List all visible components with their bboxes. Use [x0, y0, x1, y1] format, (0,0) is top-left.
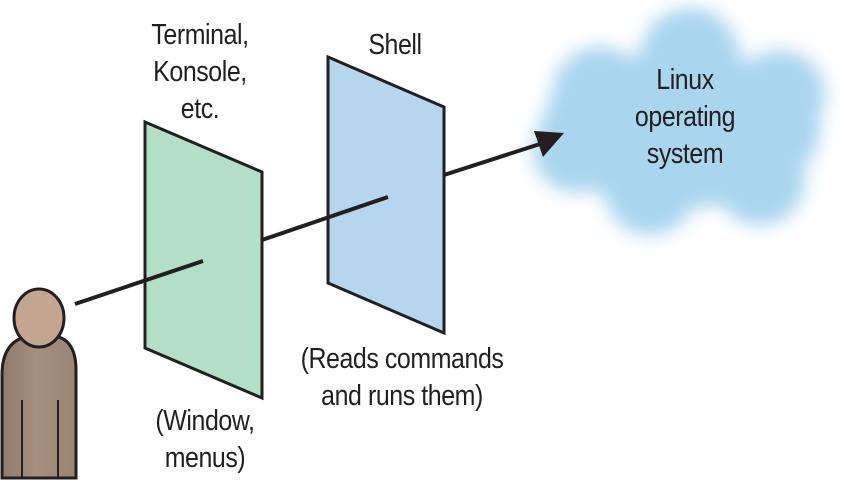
shell-note: (Reads commands and runs them) [299, 341, 505, 415]
terminal-label: Terminal, Konsole, etc. [131, 17, 269, 128]
shell-note-line: and runs them) [321, 380, 483, 412]
terminal-note-line: (Window, [155, 405, 255, 437]
os-label: Linux operating system [616, 62, 754, 173]
user-to-terminal-line [74, 259, 204, 306]
person-icon [0, 287, 78, 480]
shell-to-os-line [443, 142, 541, 177]
connection-line [74, 142, 541, 306]
cloud-icon [533, 8, 825, 235]
terminal-label-line: etc. [180, 93, 220, 125]
shell-panel [326, 54, 446, 336]
terminal-label-line: Konsole, [153, 56, 247, 88]
terminal-note-line: menus) [164, 442, 246, 474]
os-label-line: operating [634, 101, 736, 133]
shell-note-line: (Reads commands [300, 343, 504, 375]
shell-label: Shell [348, 27, 443, 64]
arrow-icon [534, 131, 564, 157]
shell-label-line: Shell [368, 29, 422, 61]
os-label-line: system [646, 138, 724, 170]
terminal-to-shell-line [261, 195, 389, 242]
terminal-note: (Window, menus) [141, 403, 270, 477]
os-label-line: Linux [656, 64, 714, 96]
terminal-panel [143, 119, 264, 401]
terminal-label-line: Terminal, [151, 19, 249, 51]
